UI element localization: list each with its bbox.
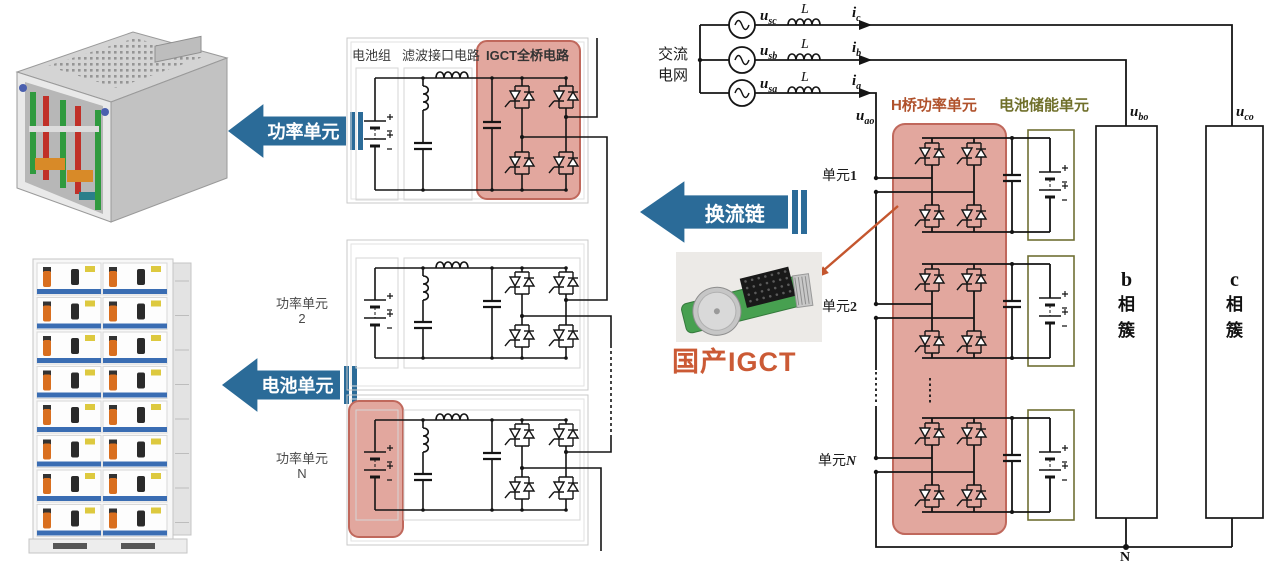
power-unit-n-label: 功率单元 N xyxy=(275,451,328,481)
phase-c-cluster-label: c 相 簇 xyxy=(1226,269,1243,340)
current-label-ic: ic xyxy=(852,5,861,24)
converter-chain-arrow-stripe xyxy=(801,190,807,234)
filter-interface-label: 滤波接口电路 xyxy=(402,48,481,63)
hbridge-power-unit-label: H桥功率单元 xyxy=(891,97,977,114)
power-unit-arrow-label: 功率单元 xyxy=(267,122,340,142)
voltage-label-usa: usa xyxy=(760,76,778,95)
node-voltage-ubo: ubo xyxy=(1130,104,1149,123)
igct-device-photo xyxy=(676,252,822,342)
power-module-3d-image xyxy=(15,31,229,223)
battery-unit-arrow-stripe xyxy=(352,366,357,404)
inductance-label-a: L xyxy=(801,70,809,85)
unit-n-label: 单元N xyxy=(818,452,857,469)
power-unit-circuit-diagram xyxy=(346,37,612,551)
inductance-label-b: L xyxy=(801,37,809,52)
neutral-point-label: N xyxy=(1120,550,1131,565)
ac-grid-label: 交流 电网 xyxy=(657,46,688,84)
igct-device-illustration xyxy=(676,252,822,342)
grid-system-diagram xyxy=(697,11,1264,550)
current-label-ib: ib xyxy=(852,40,862,59)
power-unit-arrow-stripe xyxy=(350,112,355,150)
battery-rack-image xyxy=(28,258,192,554)
domestic-igct-caption: 国产IGCT xyxy=(672,347,797,377)
power-unit-2-label: 功率单元 2 xyxy=(275,296,328,326)
igct-bridge-label: IGCT全桥电路 xyxy=(486,48,570,63)
power-unit-arrow: 功率单元 xyxy=(228,104,346,158)
battery-unit-arrow-label: 电池单元 xyxy=(261,376,334,396)
battery-pack-label: 电池组 xyxy=(352,48,392,63)
node-voltage-uao: uao xyxy=(856,108,875,127)
voltage-label-usb: usb xyxy=(760,43,778,62)
battery-unit-arrow: 电池单元 xyxy=(222,358,340,412)
unit-1-label: 单元1 xyxy=(822,167,857,184)
voltage-label-usc: usc xyxy=(760,8,777,27)
current-label-ia: ia xyxy=(852,73,862,92)
phase-b-cluster-label: b 相 簇 xyxy=(1118,269,1135,340)
battery-storage-unit-label: 电池储能单元 xyxy=(999,97,1090,114)
converter-chain-arrow-stripe xyxy=(792,190,798,234)
power-unit-arrow-stripe xyxy=(358,112,363,150)
node-voltage-uco: uco xyxy=(1236,104,1254,123)
inductance-label-c: L xyxy=(801,2,809,17)
unit-2-label: 单元2 xyxy=(822,298,857,315)
converter-chain-arrow-label: 换流链 xyxy=(704,203,765,226)
